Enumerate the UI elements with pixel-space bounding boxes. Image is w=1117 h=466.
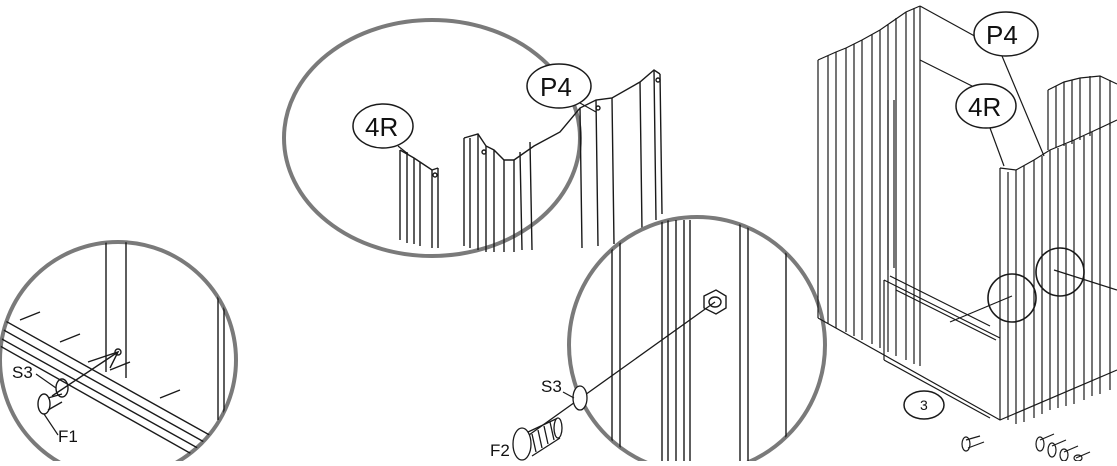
callout-bubble-4r-detail <box>352 103 414 149</box>
step-number-bubble <box>903 390 945 420</box>
top-detail-view: 4R P4 <box>282 18 663 258</box>
screw-label-left: F1 <box>58 427 78 446</box>
left-detail-view: S3 F1 <box>0 240 238 466</box>
right-detail-view: S3 F2 <box>490 215 827 466</box>
left-detail-circle <box>0 240 238 466</box>
callout-4r-detail: 4R <box>365 112 398 142</box>
callout-bubble-4r-main <box>955 83 1017 129</box>
right-detail-circle <box>567 215 827 466</box>
callout-bubble-p4-detail <box>526 63 592 109</box>
main-assembly-view <box>817 5 1117 462</box>
washer-label-left: S3 <box>12 363 33 382</box>
washer-label-right: S3 <box>541 377 562 396</box>
callout-bubble-p4-main <box>973 11 1039 57</box>
main-view-callouts: P4 4R 3 <box>903 11 1045 420</box>
callout-p4-main: P4 <box>986 20 1018 50</box>
callout-4r-main: 4R <box>968 92 1001 122</box>
step-number: 3 <box>920 397 928 413</box>
screw-label-right: F2 <box>490 441 510 460</box>
callout-p4-detail: P4 <box>540 72 572 102</box>
